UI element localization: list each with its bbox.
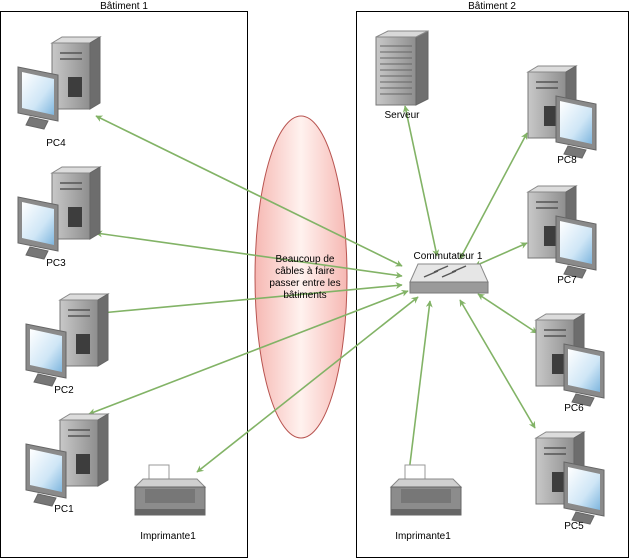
link-pc7 (474, 242, 528, 267)
printer-2-label: Imprimante1 (395, 531, 451, 542)
links (88, 105, 538, 473)
printer-1-label: Imprimante1 (140, 531, 196, 542)
pc8-icon[interactable] (526, 65, 597, 159)
switch-label: Commutateur 1 (414, 251, 483, 262)
switch-icon[interactable] (409, 263, 489, 294)
building-2-title: Bâtiment 2 (468, 1, 516, 12)
server-label: Serveur (384, 110, 420, 121)
printer-2-icon[interactable] (389, 464, 463, 516)
pc1-icon[interactable] (25, 413, 110, 507)
pc4-icon[interactable] (17, 36, 102, 130)
cable-note-line-4: bâtiments (283, 290, 326, 301)
link-pc5 (459, 299, 536, 429)
cable-note-line-2: câbles à faire (275, 266, 335, 277)
pc6-icon[interactable] (534, 313, 605, 407)
building-1-title: Bâtiment 1 (100, 1, 148, 12)
pc6-label: PC6 (564, 403, 584, 414)
pc8-label: PC8 (557, 155, 577, 166)
link-server (402, 105, 440, 257)
link-pc8 (459, 132, 528, 260)
cable-note-line-1: Beaucoup de (276, 254, 335, 265)
pc2-icon[interactable] (25, 293, 110, 387)
pc1-label: PC1 (54, 504, 74, 515)
printer-1-icon[interactable] (133, 464, 207, 516)
pc3-label: PC3 (46, 258, 66, 269)
pc2-label: PC2 (54, 385, 74, 396)
pc5-icon[interactable] (534, 431, 605, 525)
link-printer1 (196, 296, 419, 473)
server-icon[interactable] (375, 30, 429, 106)
cable-note-line-3: passer entre les (269, 278, 340, 289)
link-printer2 (406, 300, 433, 473)
pc7-label: PC7 (557, 275, 577, 286)
pc4-label: PC4 (46, 138, 66, 149)
link-pc3 (95, 230, 403, 279)
pc3-icon[interactable] (17, 166, 102, 260)
pc5-label: PC5 (564, 521, 584, 532)
pc7-icon[interactable] (526, 185, 597, 279)
